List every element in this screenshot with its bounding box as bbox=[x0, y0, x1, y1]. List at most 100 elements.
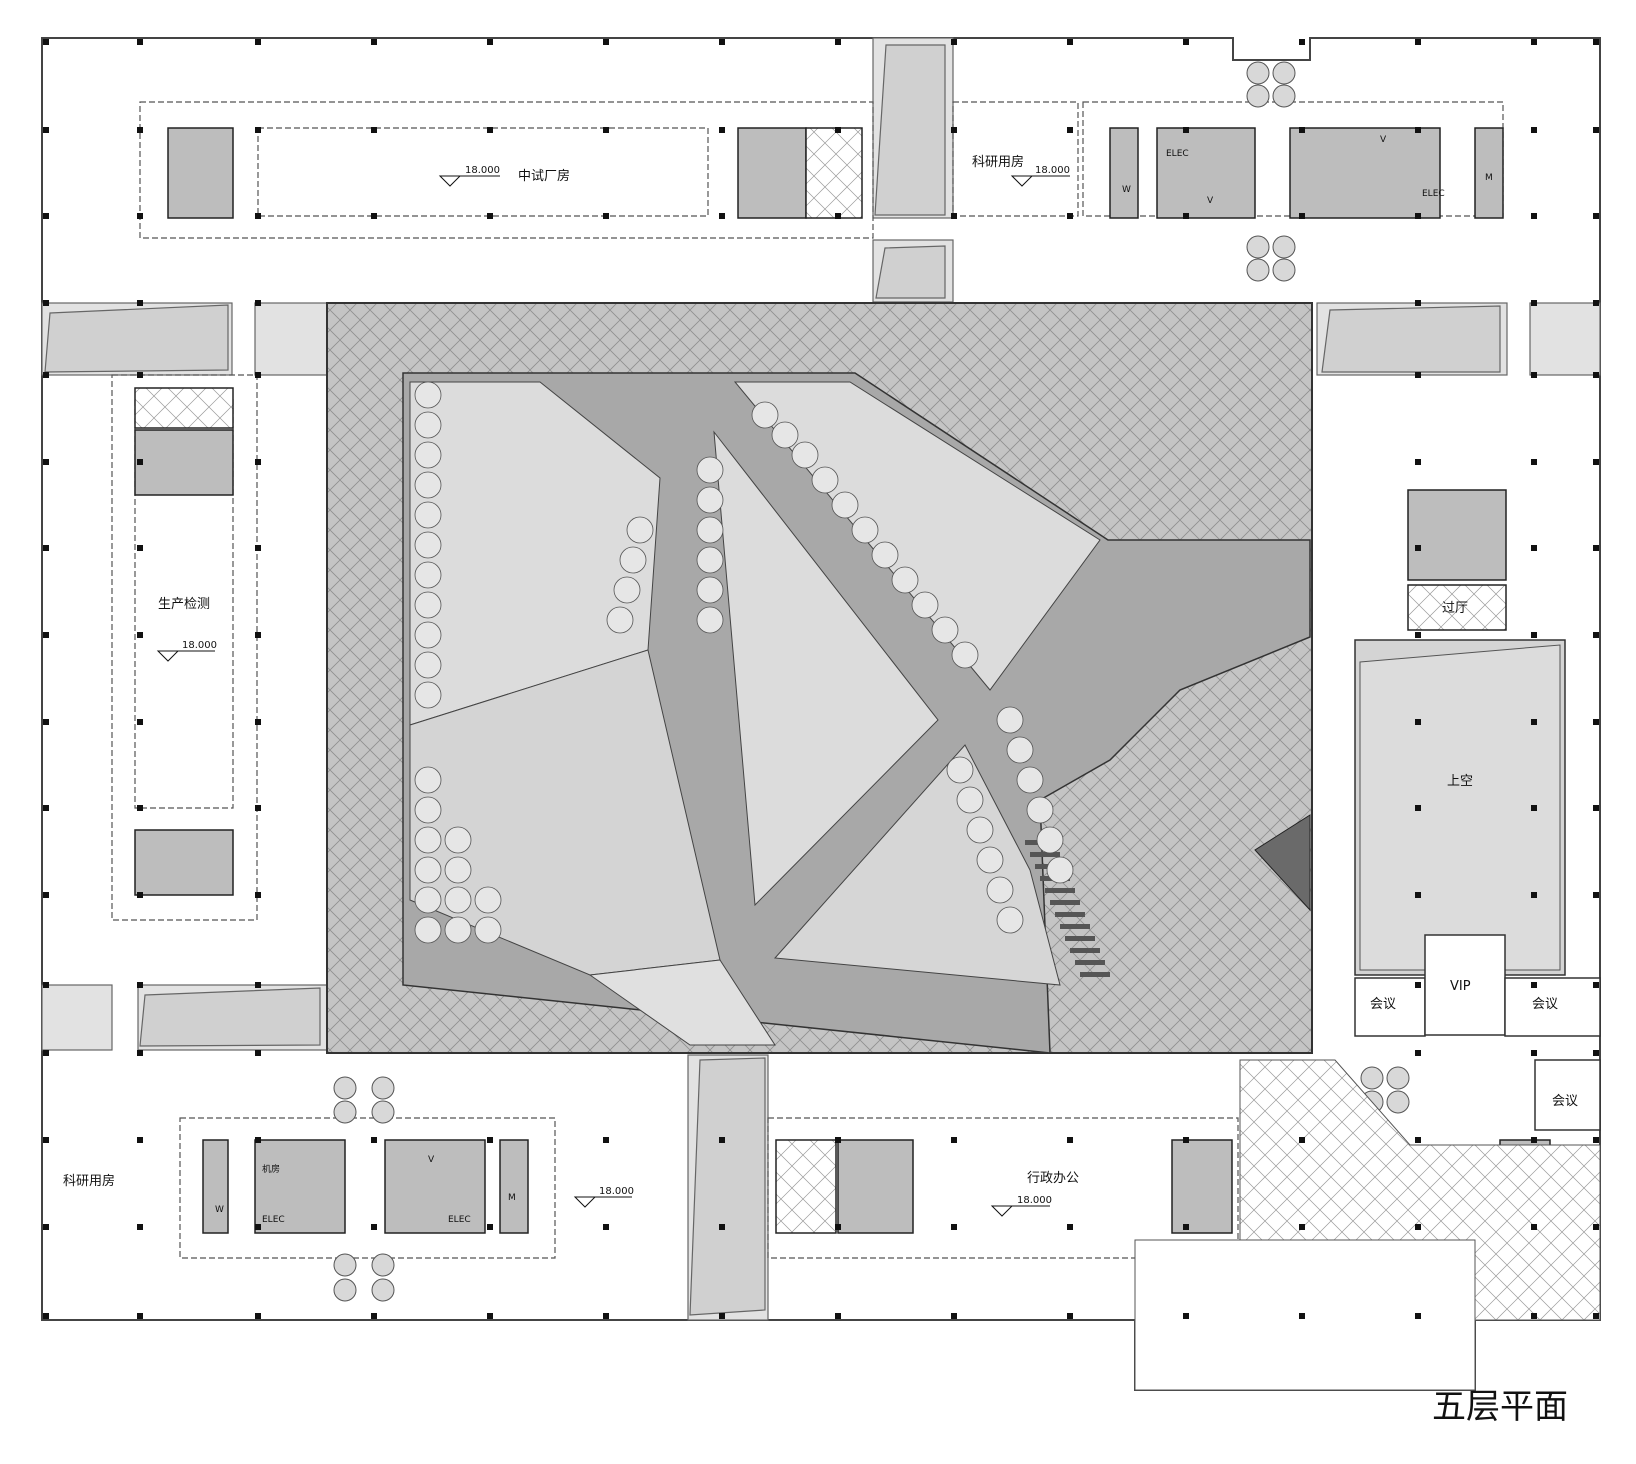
structural-column bbox=[951, 39, 957, 45]
svg-text:W: W bbox=[1122, 185, 1131, 195]
svg-text:机房: 机房 bbox=[262, 1163, 280, 1175]
structural-column bbox=[371, 1224, 377, 1230]
tree-clusters bbox=[333, 61, 1410, 1302]
structural-column bbox=[1415, 892, 1421, 898]
svg-text:18.000: 18.000 bbox=[599, 1186, 634, 1197]
structural-column bbox=[719, 1137, 725, 1143]
structural-column bbox=[1593, 719, 1599, 725]
structural-column bbox=[1531, 300, 1537, 306]
structural-column bbox=[951, 127, 957, 133]
structural-column bbox=[1299, 1224, 1305, 1230]
structural-column bbox=[1593, 39, 1599, 45]
structural-column bbox=[1415, 632, 1421, 638]
structural-column bbox=[255, 127, 261, 133]
structural-column bbox=[43, 1313, 49, 1319]
structural-column bbox=[371, 127, 377, 133]
structural-column bbox=[137, 1224, 143, 1230]
label-meeting-left: 会议 bbox=[1370, 997, 1396, 1012]
structural-column bbox=[137, 300, 143, 306]
structural-column bbox=[1531, 982, 1537, 988]
structural-column bbox=[719, 1224, 725, 1230]
structural-column bbox=[951, 213, 957, 219]
structural-column bbox=[835, 1224, 841, 1230]
svg-text:ELEC: ELEC bbox=[262, 1215, 285, 1225]
structural-column bbox=[1415, 372, 1421, 378]
structural-column bbox=[1531, 459, 1537, 465]
structural-column bbox=[371, 213, 377, 219]
structural-column bbox=[255, 719, 261, 725]
structural-column bbox=[137, 459, 143, 465]
structural-column bbox=[835, 1313, 841, 1319]
svg-text:ELEC: ELEC bbox=[1422, 189, 1445, 199]
structural-column bbox=[1531, 1313, 1537, 1319]
structural-column bbox=[1593, 632, 1599, 638]
structural-column bbox=[603, 1224, 609, 1230]
structural-column bbox=[1593, 892, 1599, 898]
structural-column bbox=[1415, 127, 1421, 133]
structural-column bbox=[1531, 545, 1537, 551]
structural-column bbox=[719, 1313, 725, 1319]
svg-text:M: M bbox=[508, 1193, 516, 1203]
structural-column bbox=[137, 632, 143, 638]
label-production-test: 生产检测 bbox=[158, 597, 210, 612]
structural-column bbox=[43, 1137, 49, 1143]
structural-column bbox=[1183, 1313, 1189, 1319]
structural-column bbox=[1415, 1050, 1421, 1056]
label-pilot-plant: 中试厂房 bbox=[518, 168, 570, 184]
structural-column bbox=[137, 39, 143, 45]
structural-column bbox=[1531, 39, 1537, 45]
structural-column bbox=[255, 545, 261, 551]
structural-column bbox=[137, 1050, 143, 1056]
structural-column bbox=[1415, 1137, 1421, 1143]
structural-column bbox=[1531, 805, 1537, 811]
structural-column bbox=[835, 127, 841, 133]
core-marks: ELEC ELEC ELEC ELEC 机房 V V V W W M M bbox=[215, 135, 1493, 1225]
structural-column bbox=[1183, 127, 1189, 133]
structural-column bbox=[603, 1137, 609, 1143]
structural-column bbox=[1531, 719, 1537, 725]
structural-column bbox=[1299, 1137, 1305, 1143]
structural-column bbox=[719, 39, 725, 45]
structural-column bbox=[43, 213, 49, 219]
structural-column bbox=[719, 127, 725, 133]
structural-column bbox=[1531, 892, 1537, 898]
structural-column bbox=[1531, 1137, 1537, 1143]
svg-text:V: V bbox=[1380, 135, 1387, 145]
structural-column bbox=[487, 39, 493, 45]
structural-column bbox=[1183, 213, 1189, 219]
elevation-markers: 18.000 18.000 18.000 18.000 18.000 bbox=[156, 165, 1070, 1217]
structural-column bbox=[137, 1137, 143, 1143]
structural-column bbox=[1067, 1313, 1073, 1319]
structural-column bbox=[487, 1224, 493, 1230]
structural-column bbox=[1067, 39, 1073, 45]
label-meeting-lower: 会议 bbox=[1552, 1094, 1578, 1109]
structural-column bbox=[137, 892, 143, 898]
svg-text:M: M bbox=[1485, 173, 1493, 183]
label-lobby: 过厅 bbox=[1442, 601, 1468, 616]
structural-column bbox=[255, 1224, 261, 1230]
svg-text:ELEC: ELEC bbox=[448, 1215, 471, 1225]
bridges bbox=[41, 37, 1601, 1321]
label-research-bottom: 科研用房 bbox=[63, 1173, 115, 1189]
structural-column bbox=[137, 1313, 143, 1319]
structural-column bbox=[1593, 372, 1599, 378]
column-grid bbox=[43, 39, 1599, 1319]
structural-column bbox=[1593, 1313, 1599, 1319]
structural-column bbox=[951, 1313, 957, 1319]
structural-column bbox=[1299, 39, 1305, 45]
structural-column bbox=[371, 1137, 377, 1143]
structural-column bbox=[43, 300, 49, 306]
structural-column bbox=[255, 459, 261, 465]
structural-column bbox=[1067, 1137, 1073, 1143]
structural-column bbox=[255, 982, 261, 988]
structural-column bbox=[371, 1313, 377, 1319]
label-void: 上空 bbox=[1447, 774, 1473, 789]
structural-column bbox=[1415, 805, 1421, 811]
structural-column bbox=[1415, 39, 1421, 45]
structural-column bbox=[43, 1224, 49, 1230]
structural-column bbox=[255, 300, 261, 306]
structural-column bbox=[1067, 127, 1073, 133]
central-courtyard bbox=[326, 302, 1313, 1054]
structural-column bbox=[603, 213, 609, 219]
structural-column bbox=[137, 372, 143, 378]
